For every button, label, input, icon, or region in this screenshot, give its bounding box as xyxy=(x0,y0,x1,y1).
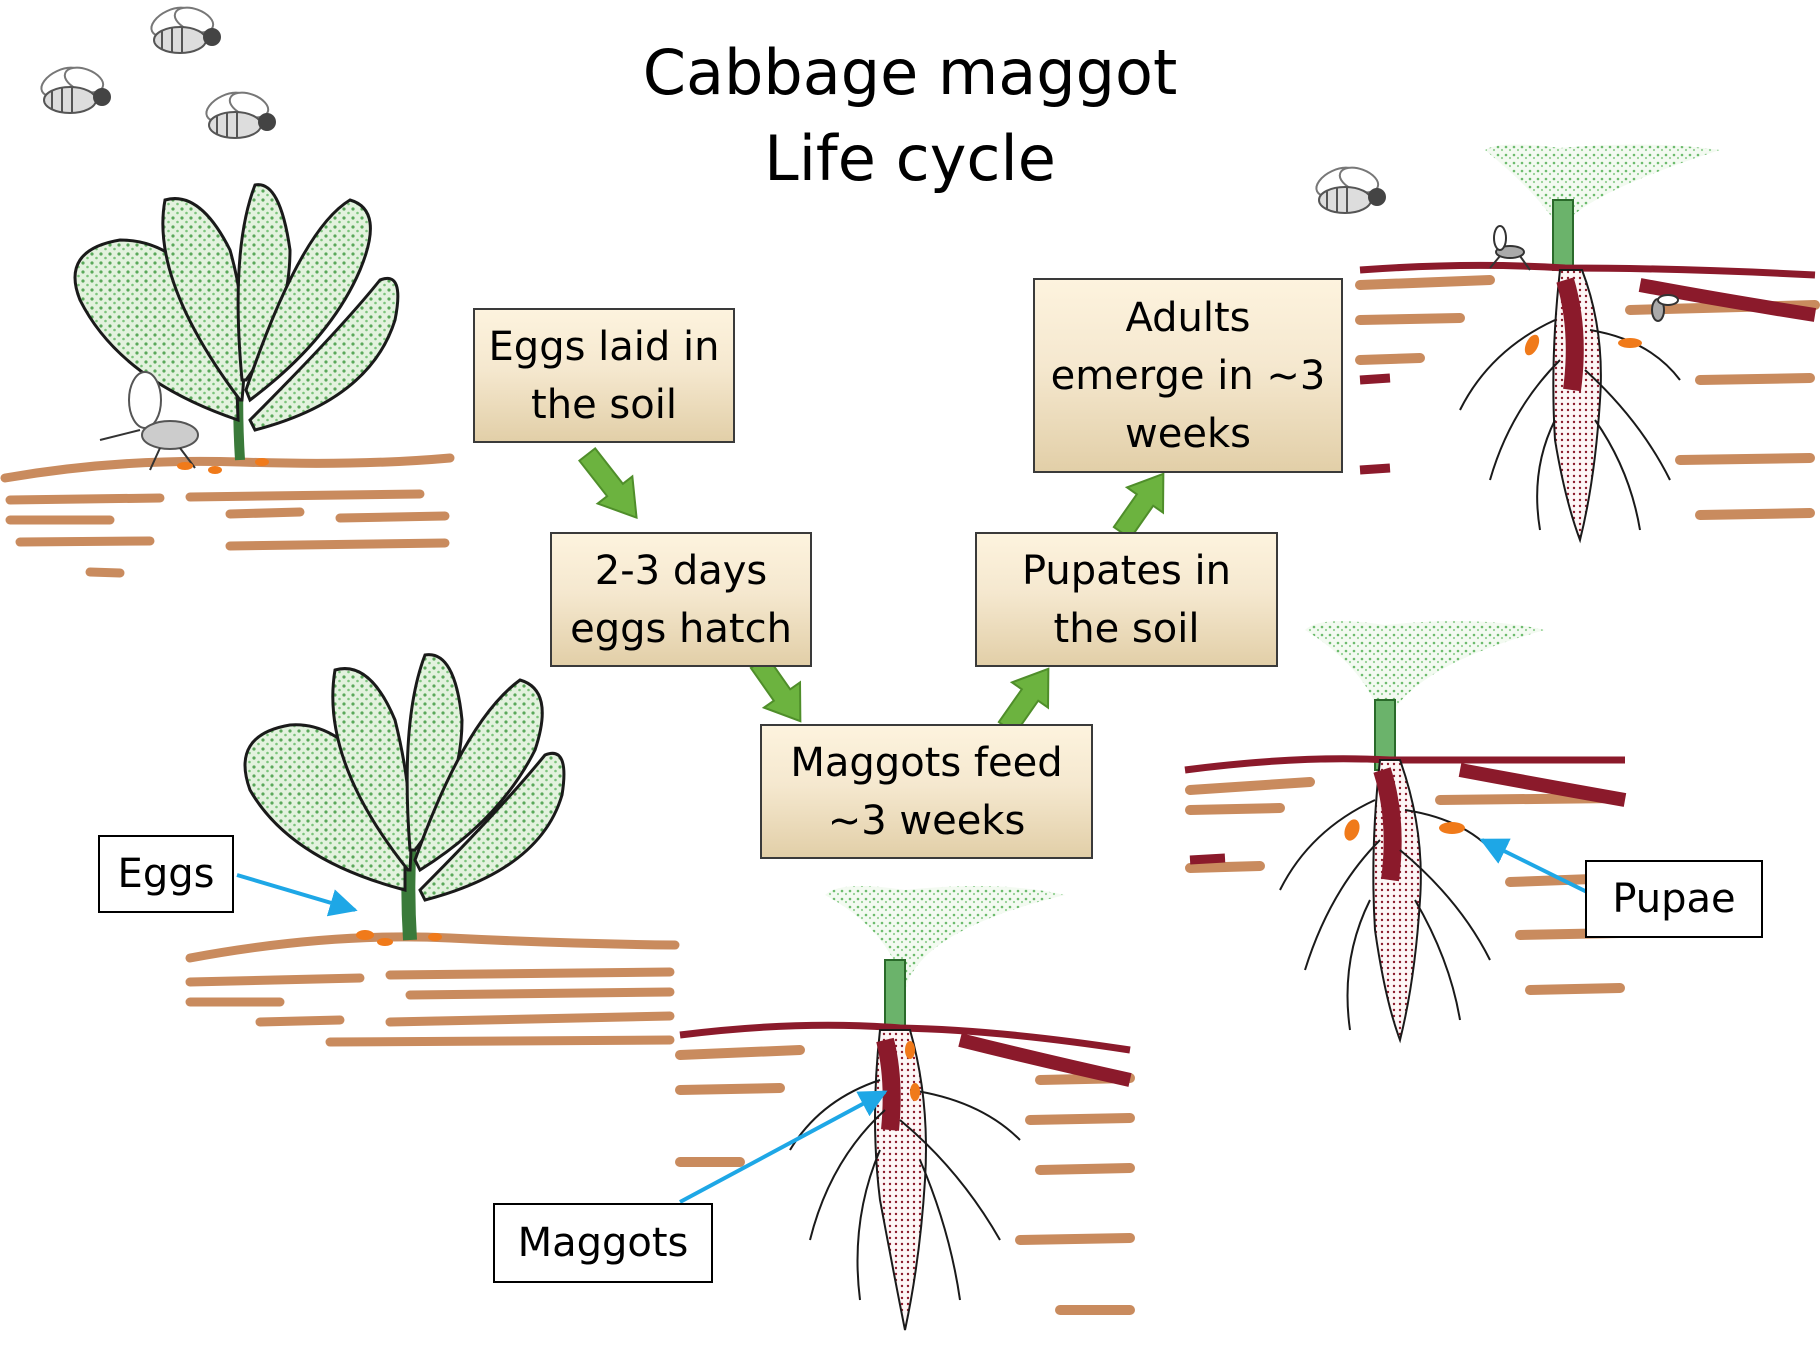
soil-layer xyxy=(5,458,450,573)
step-pupates: Pupates in the soil xyxy=(975,532,1278,667)
title-line-1: Cabbage maggot xyxy=(560,30,1260,116)
plant-maggots-illustration xyxy=(680,886,1130,1330)
step-text: Adults xyxy=(1051,289,1326,347)
eggs-label: Eggs xyxy=(98,835,234,913)
fly-icon xyxy=(1312,162,1386,213)
step-adults-emerge: Adults emerge in ~3 weeks xyxy=(1033,278,1343,473)
soil-layer xyxy=(190,937,675,1042)
plant-adults-illustration xyxy=(1360,144,1815,540)
fly-icon xyxy=(202,87,276,138)
step-eggs-laid: Eggs laid in the soil xyxy=(473,308,735,443)
step-text: emerge in ~3 xyxy=(1051,347,1326,405)
step-text: 2-3 days xyxy=(570,542,792,600)
step-text: Eggs laid in xyxy=(489,318,720,376)
plant-egg-laying-illustration xyxy=(5,185,450,573)
fly-icon xyxy=(37,62,111,113)
process-arrow xyxy=(570,441,654,531)
step-text: weeks xyxy=(1051,405,1326,463)
maggots-callout-arrow xyxy=(680,1092,885,1202)
step-text: Pupates in xyxy=(1022,542,1231,600)
eggs-callout-arrow xyxy=(237,875,355,910)
pupae-label: Pupae xyxy=(1585,860,1763,938)
step-text: ~3 weeks xyxy=(790,792,1062,850)
step-maggots-feed: Maggots feed ~3 weeks xyxy=(760,724,1093,859)
title-line-2: Life cycle xyxy=(560,116,1260,202)
step-text: eggs hatch xyxy=(570,600,792,658)
plant-pupae-illustration xyxy=(1185,621,1625,1040)
maggots-label: Maggots xyxy=(493,1203,713,1283)
step-eggs-hatch: 2-3 days eggs hatch xyxy=(550,532,812,667)
plant-eggs-illustration xyxy=(190,655,675,1042)
step-text: the soil xyxy=(1022,600,1231,658)
step-text: the soil xyxy=(489,376,720,434)
fly-icon xyxy=(147,2,221,53)
diagram-title: Cabbage maggot Life cycle xyxy=(560,30,1260,202)
step-text: Maggots feed xyxy=(790,734,1062,792)
